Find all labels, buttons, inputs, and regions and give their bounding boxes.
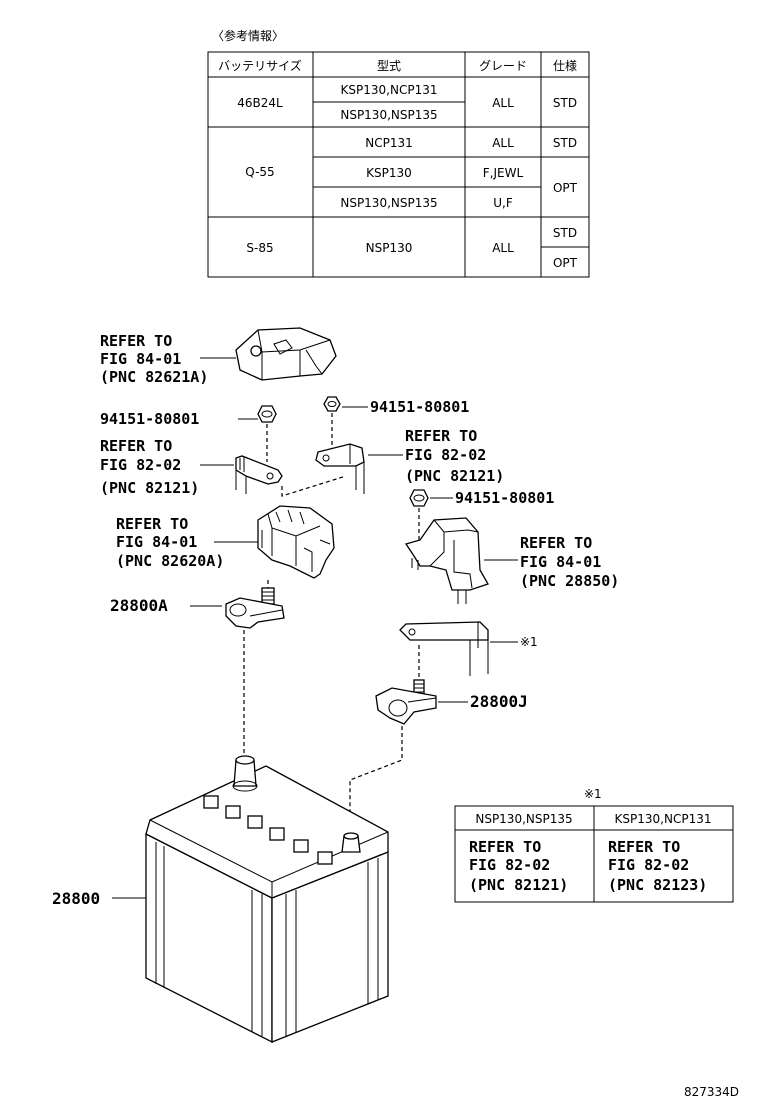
callout-28800j[interactable]: 28800J (470, 692, 528, 711)
cell-spec: OPT (553, 181, 578, 195)
callout-line: REFER TO (405, 427, 477, 445)
cell-grade: ALL (492, 136, 514, 150)
note-col1-header: NSP130,NSP135 (475, 812, 572, 826)
header-spec: 仕様 (553, 59, 577, 73)
bracket-left (235, 455, 283, 494)
header-grade: グレード (479, 59, 527, 73)
bracket-mid (315, 443, 365, 494)
fuse-block-part (257, 505, 335, 579)
note-col2-line: (PNC 82123) (608, 876, 707, 894)
diagram-code: 827334D (684, 1085, 739, 1099)
cell-model: NCP131 (365, 136, 413, 150)
callout-line: REFER TO (520, 534, 592, 552)
nut-left (257, 405, 277, 423)
callout-line: REFER TO (100, 332, 172, 350)
note-col1-line: REFER TO (469, 838, 541, 856)
battery-terminal-posts (232, 755, 361, 853)
terminal-28800j (375, 679, 437, 725)
terminal-28800a (225, 587, 285, 629)
note-col1-line: FIG 82-02 (469, 856, 550, 874)
note-table: ※1 NSP130,NSP135 KSP130,NCP131 REFER TO … (454, 787, 734, 903)
terminal-cover-part (235, 327, 337, 381)
callout-fig84-28850[interactable]: REFER TO FIG 84-01 (PNC 28850) (520, 534, 619, 590)
cell-model: NSP130,NSP135 (340, 108, 437, 122)
cell-model: KSP130,NCP131 (341, 83, 438, 97)
cell-spec: OPT (553, 256, 578, 270)
callout-line: (PNC 28850) (520, 572, 619, 590)
note-col2-header: KSP130,NCP131 (615, 812, 712, 826)
battery-vent-caps (203, 795, 333, 865)
callout-line: FIG 84-01 (116, 533, 197, 551)
callout-fig82-mid[interactable]: REFER TO FIG 82-02 (PNC 82121) (405, 427, 504, 485)
callout-nut-right[interactable]: 94151-80801 (455, 489, 554, 507)
note-col2-line: FIG 82-02 (608, 856, 689, 874)
battery-28800 (145, 755, 389, 1044)
cell-grade: ALL (492, 96, 514, 110)
callout-line: (PNC 82121) (405, 467, 504, 485)
note-table-mark: ※1 (584, 787, 602, 801)
cell-grade: F,JEWL (483, 166, 524, 180)
header-battery-size: バッテリサイズ (218, 58, 302, 73)
nut-right (409, 489, 429, 507)
cell-model: NSP130 (366, 241, 413, 255)
reference-table: 〈参考情報〉 バッテリサイズ 型式 グレード 仕様 46B24L KSP130,… (207, 28, 590, 278)
reference-table-caption: 〈参考情報〉 (212, 28, 284, 43)
note-col2-line: REFER TO (608, 838, 680, 856)
callout-nut-mid[interactable]: 94151-80801 (370, 398, 469, 416)
callout-line: FIG 82-02 (100, 456, 181, 474)
cell-size: 46B24L (237, 96, 283, 110)
callout-fig84-82620a[interactable]: REFER TO FIG 84-01 (PNC 82620A) (116, 515, 224, 570)
callout-nut-left[interactable]: 94151-80801 (100, 410, 199, 428)
callout-line: (PNC 82621A) (100, 368, 208, 386)
callout-line: FIG 84-01 (520, 553, 601, 571)
cell-size: Q-55 (245, 165, 274, 179)
callout-28800[interactable]: 28800 (52, 889, 100, 908)
callout-line: (PNC 82620A) (116, 552, 224, 570)
header-model: 型式 (377, 59, 401, 73)
cell-model: NSP130,NSP135 (340, 196, 437, 210)
cell-grade: U,F (493, 196, 513, 210)
cell-model: KSP130 (366, 166, 412, 180)
callout-28800a[interactable]: 28800A (110, 596, 168, 615)
callout-line: FIG 84-01 (100, 350, 181, 368)
callout-line: (PNC 82121) (100, 479, 199, 497)
bracket-note1 (399, 621, 489, 676)
cell-size: S-85 (246, 241, 273, 255)
terminal-cover-28850 (404, 517, 489, 604)
callout-line: REFER TO (100, 437, 172, 455)
cell-spec: STD (553, 96, 577, 110)
callout-note-ref[interactable]: ※1 (520, 635, 538, 649)
callout-line: REFER TO (116, 515, 188, 533)
cell-grade: ALL (492, 241, 514, 255)
callout-fig84-82621a[interactable]: REFER TO FIG 84-01 (PNC 82621A) (100, 332, 208, 386)
cell-spec: STD (553, 136, 577, 150)
callout-line: FIG 82-02 (405, 446, 486, 464)
callout-fig82-left[interactable]: REFER TO FIG 82-02 (PNC 82121) (100, 437, 199, 497)
nut-mid (323, 396, 341, 412)
note-col1-line: (PNC 82121) (469, 876, 568, 894)
cell-spec: STD (553, 226, 577, 240)
